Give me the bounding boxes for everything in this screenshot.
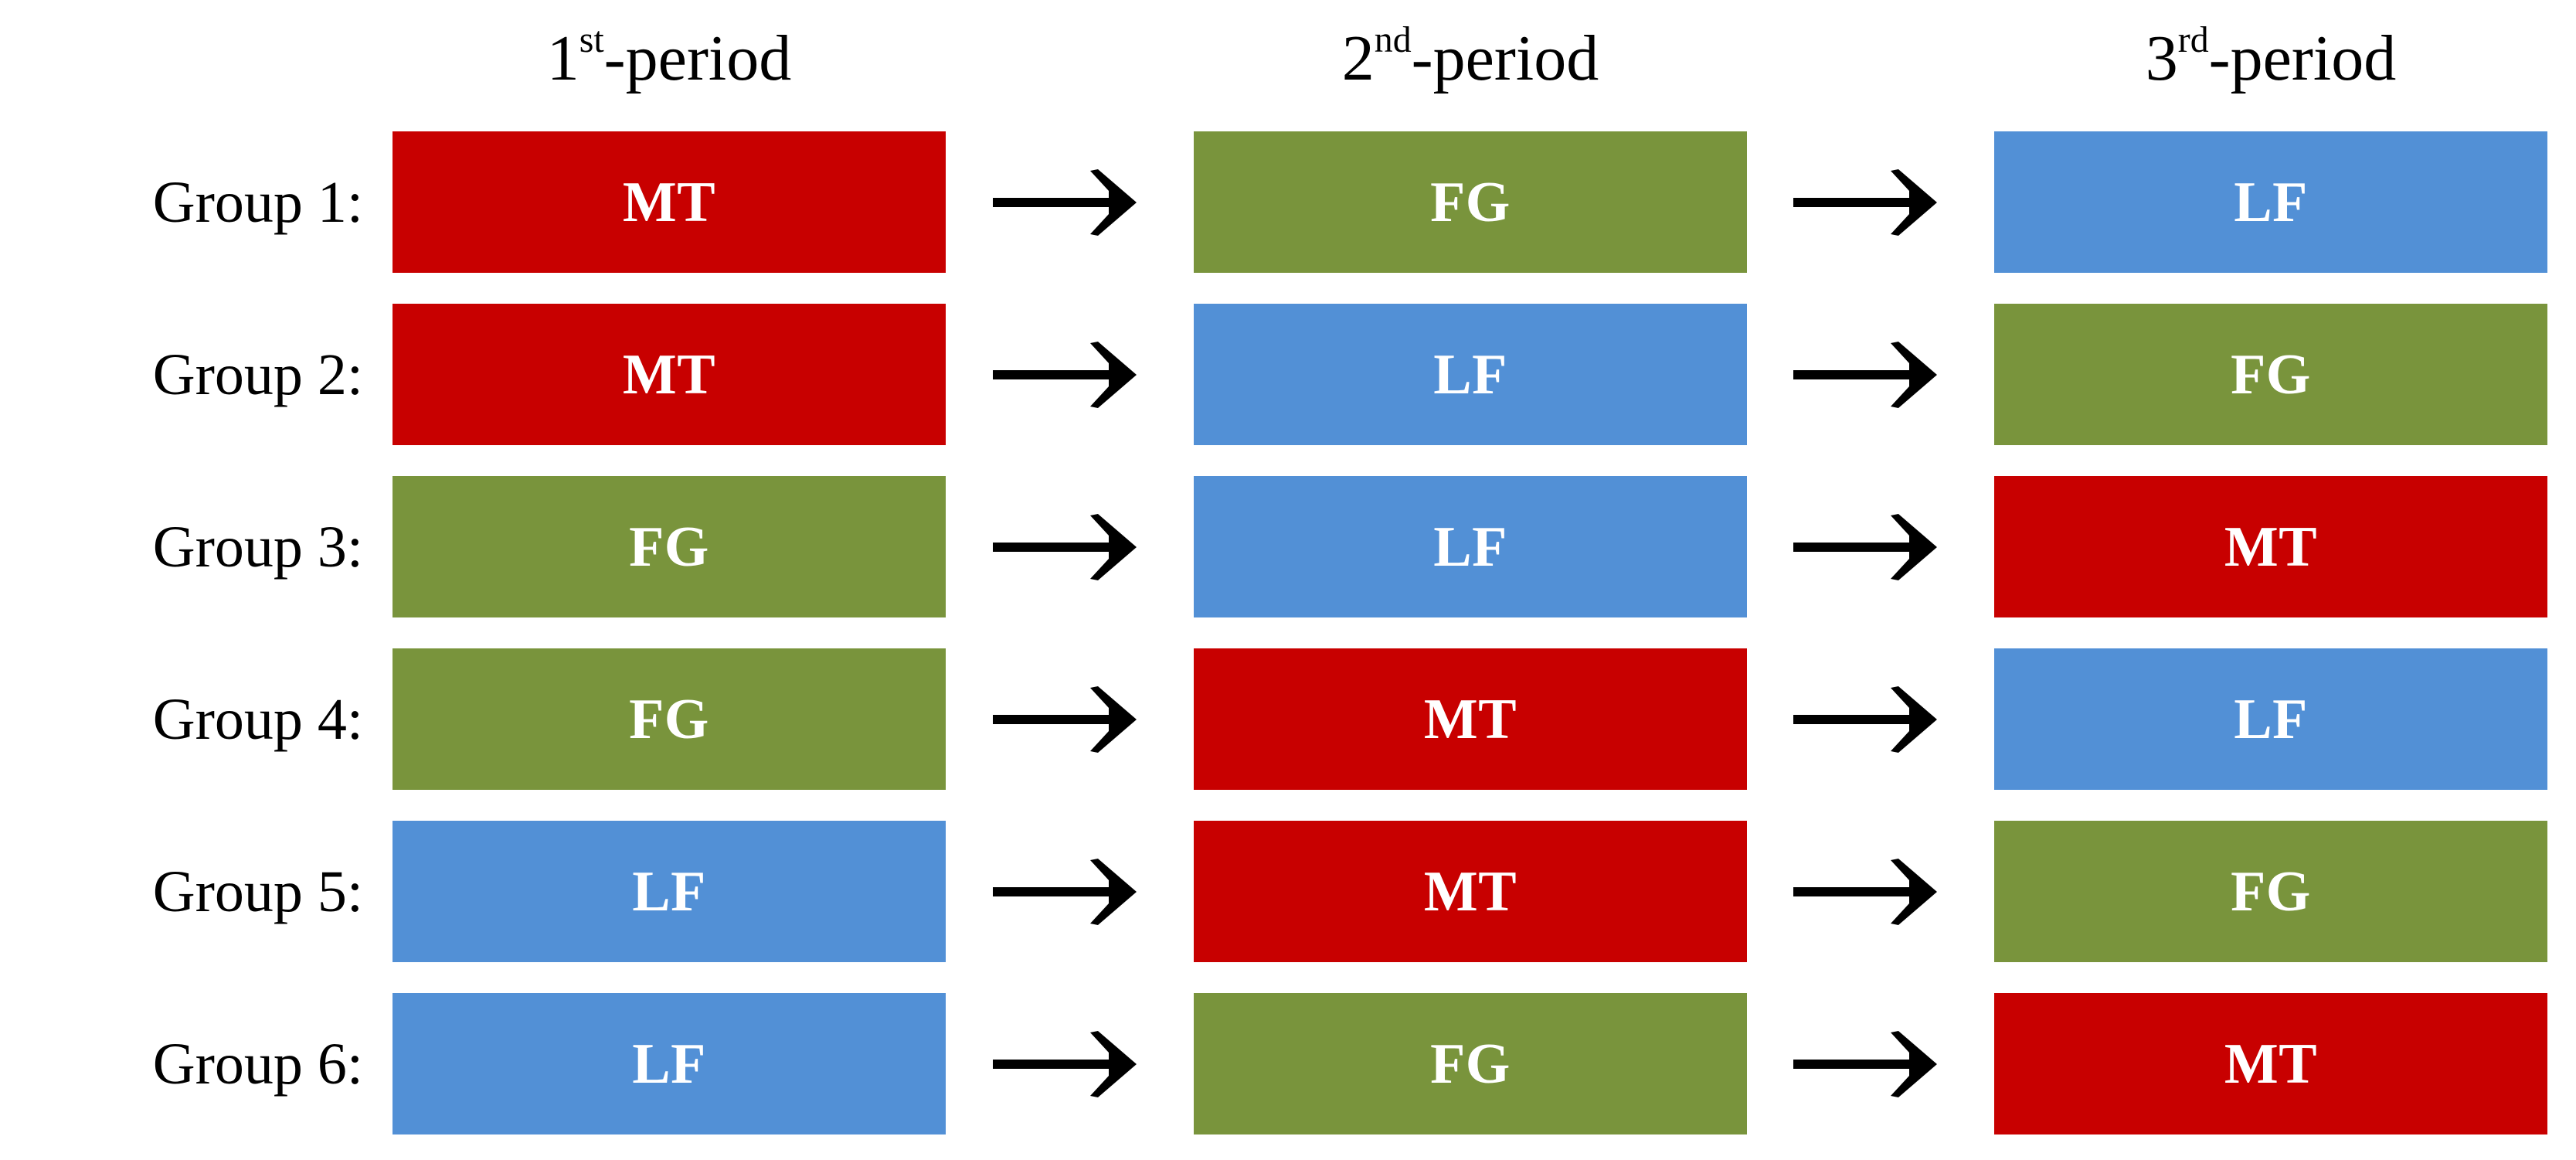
treatment-cell-fg[interactable]: FG xyxy=(393,648,946,790)
period-3-label-tail: period xyxy=(2230,22,2397,94)
treatment-cell-lf[interactable]: LF xyxy=(1994,648,2547,790)
treatment-cell-lf[interactable]: LF xyxy=(393,821,946,962)
right-arrow-icon xyxy=(946,648,1194,790)
right-arrow-icon xyxy=(946,821,1194,962)
treatment-cell-lf[interactable]: LF xyxy=(1194,304,1747,445)
right-arrow-icon xyxy=(1747,821,1994,962)
group-row: Group 6: LF FG MT xyxy=(0,993,2576,1134)
group-label: Group 4: xyxy=(152,686,363,752)
period-2-ordinal-number: 2 xyxy=(1341,22,1375,94)
right-arrow-icon xyxy=(946,304,1194,445)
period-1-separator: - xyxy=(603,22,626,94)
treatment-cell-lf[interactable]: LF xyxy=(1994,131,2547,273)
group-label: Group 3: xyxy=(152,514,363,580)
treatment-cell-mt[interactable]: MT xyxy=(1994,476,2547,617)
group-label: Group 1: xyxy=(152,169,363,235)
treatment-cell-fg[interactable]: FG xyxy=(393,476,946,617)
group-label: Group 6: xyxy=(152,1031,363,1097)
treatment-cell-mt[interactable]: MT xyxy=(393,131,946,273)
treatment-cell-mt[interactable]: MT xyxy=(1994,993,2547,1134)
right-arrow-icon xyxy=(1747,648,1994,790)
treatment-cell-lf[interactable]: LF xyxy=(1194,476,1747,617)
treatment-cell-fg[interactable]: FG xyxy=(1994,821,2547,962)
treatment-cell-mt[interactable]: MT xyxy=(1194,821,1747,962)
period-3-ordinal-number: 3 xyxy=(2145,22,2178,94)
right-arrow-icon xyxy=(1747,304,1994,445)
group-row: Group 3: FG LF MT xyxy=(0,476,2576,617)
group-label: Group 5: xyxy=(152,859,363,924)
treatment-cell-fg[interactable]: FG xyxy=(1994,304,2547,445)
treatment-cell-fg[interactable]: FG xyxy=(1194,993,1747,1134)
right-arrow-icon xyxy=(946,476,1194,617)
period-1-ordinal-number: 1 xyxy=(546,22,579,94)
period-3-separator: - xyxy=(2208,22,2231,94)
group-row: Group 1: MT FG LF xyxy=(0,131,2576,273)
period-2-label-tail: period xyxy=(1432,22,1599,94)
treatment-cell-mt[interactable]: MT xyxy=(393,304,946,445)
treatment-cell-fg[interactable]: FG xyxy=(1194,131,1747,273)
group-row: Group 5: LF MT FG xyxy=(0,821,2576,962)
group-row: Group 4: FG MT LF xyxy=(0,648,2576,790)
right-arrow-icon xyxy=(1747,131,1994,273)
right-arrow-icon xyxy=(1747,476,1994,617)
right-arrow-icon xyxy=(946,993,1194,1134)
group-label: Group 2: xyxy=(152,342,363,407)
treatment-cell-lf[interactable]: LF xyxy=(393,993,946,1134)
period-2-separator: - xyxy=(1411,22,1433,94)
group-row: Group 2: MT LF FG xyxy=(0,304,2576,445)
period-1-label-tail: period xyxy=(625,22,792,94)
treatment-cell-mt[interactable]: MT xyxy=(1194,648,1747,790)
right-arrow-icon xyxy=(1747,993,1994,1134)
right-arrow-icon xyxy=(946,131,1194,273)
